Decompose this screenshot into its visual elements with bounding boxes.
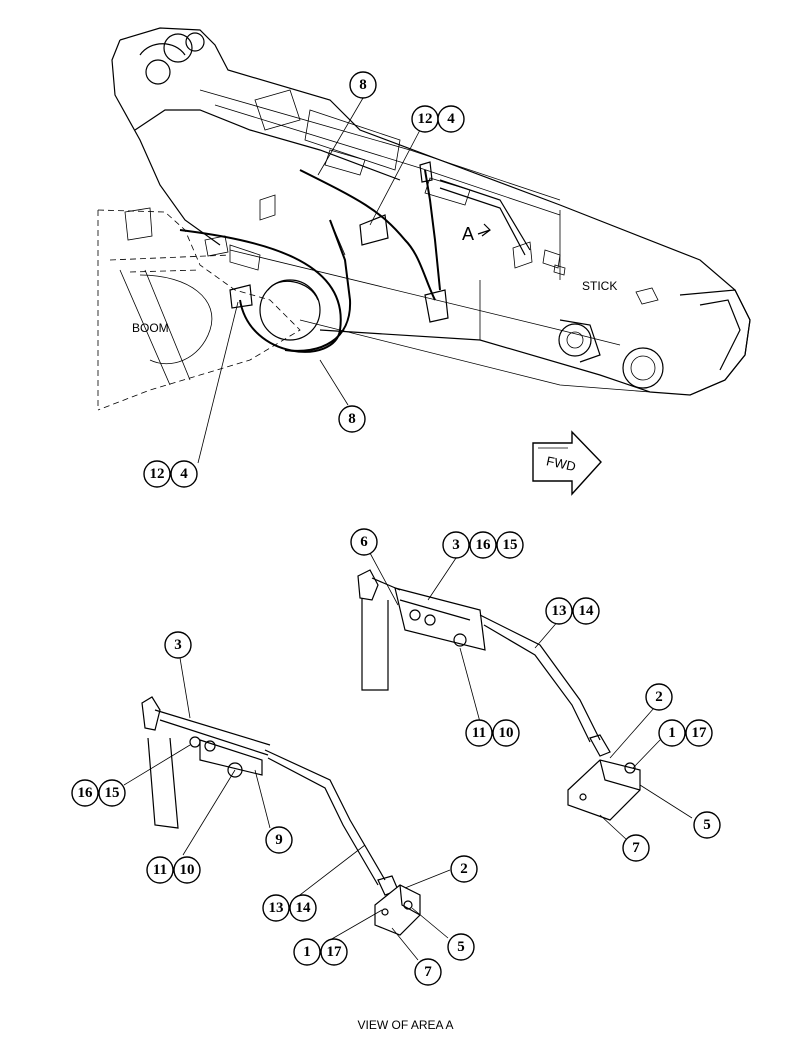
callout-10-left: 10	[173, 856, 201, 884]
svg-text:17: 17	[327, 944, 343, 960]
callout-5-right: 5	[693, 811, 721, 839]
svg-text:13: 13	[269, 900, 284, 916]
callout-8-bottom: 8	[338, 405, 366, 433]
svg-text:2: 2	[655, 689, 663, 705]
callout-16-left: 16	[71, 779, 99, 807]
callout-7-right: 7	[622, 834, 650, 862]
left-detail-drawing	[141, 696, 421, 936]
svg-text:16: 16	[78, 785, 94, 801]
svg-text:3: 3	[174, 637, 182, 653]
svg-text:5: 5	[703, 817, 711, 833]
callout-4-top: 4	[437, 105, 465, 133]
svg-text:11: 11	[153, 862, 167, 878]
svg-text:7: 7	[632, 840, 640, 856]
svg-text:1: 1	[668, 725, 676, 741]
callout-14-right: 14	[572, 597, 600, 625]
stick-label: STICK	[582, 279, 617, 293]
callout-9-left: 9	[265, 826, 293, 854]
svg-text:12: 12	[418, 111, 433, 127]
callout-4-left: 4	[170, 460, 198, 488]
svg-text:2: 2	[460, 861, 468, 877]
callout-7-left: 7	[414, 958, 442, 986]
callout-8-top: 8	[349, 71, 377, 99]
callout-3-right: 3	[442, 531, 470, 559]
svg-text:12: 12	[150, 466, 165, 482]
callout-11-right: 11	[465, 719, 493, 747]
callout-11-left: 11	[146, 856, 174, 884]
svg-text:13: 13	[552, 603, 567, 619]
svg-text:11: 11	[472, 725, 486, 741]
callout-15-left: 15	[98, 779, 126, 807]
callout-13-right: 13	[545, 597, 573, 625]
svg-text:6: 6	[360, 534, 368, 550]
callout-14-left: 14	[289, 894, 317, 922]
svg-text:7: 7	[424, 964, 432, 980]
right-detail-drawing	[357, 569, 641, 821]
area-a-marker: A	[462, 224, 474, 244]
svg-text:1: 1	[303, 944, 311, 960]
svg-text:16: 16	[476, 537, 492, 553]
callout-12-left: 12	[143, 460, 171, 488]
svg-text:10: 10	[180, 862, 195, 878]
svg-text:9: 9	[275, 832, 283, 848]
svg-text:4: 4	[180, 466, 188, 482]
callout-6-right: 6	[350, 528, 378, 556]
forward-label: FWD	[545, 453, 577, 474]
callout-15-right: 15	[496, 531, 524, 559]
callout-1-right: 1	[658, 719, 686, 747]
callout-5-left: 5	[447, 933, 475, 961]
svg-text:5: 5	[457, 939, 465, 955]
svg-text:3: 3	[452, 537, 460, 553]
svg-text:4: 4	[447, 111, 455, 127]
boom-label: BOOM	[132, 321, 169, 335]
svg-text:8: 8	[359, 77, 367, 93]
callout-2-right: 2	[645, 683, 673, 711]
callout-3-left: 3	[164, 631, 192, 659]
callout-17-left: 17	[320, 938, 348, 966]
svg-text:8: 8	[348, 411, 356, 427]
view-caption: VIEW OF AREA A	[357, 1018, 454, 1032]
callout-12-top: 12	[411, 105, 439, 133]
svg-text:17: 17	[692, 725, 708, 741]
callout-16-right: 16	[469, 531, 497, 559]
callout-13-left: 13	[262, 894, 290, 922]
stick-assembly-drawing	[97, 27, 751, 411]
callout-10-right: 10	[492, 719, 520, 747]
svg-text:14: 14	[579, 603, 595, 619]
callout-1-left: 1	[293, 938, 321, 966]
svg-text:14: 14	[296, 900, 312, 916]
forward-arrow-icon: FWD	[532, 430, 602, 496]
callout-2-left: 2	[450, 855, 478, 883]
svg-text:10: 10	[499, 725, 514, 741]
callout-17-right: 17	[685, 719, 713, 747]
svg-text:15: 15	[105, 785, 120, 801]
svg-text:15: 15	[503, 537, 518, 553]
